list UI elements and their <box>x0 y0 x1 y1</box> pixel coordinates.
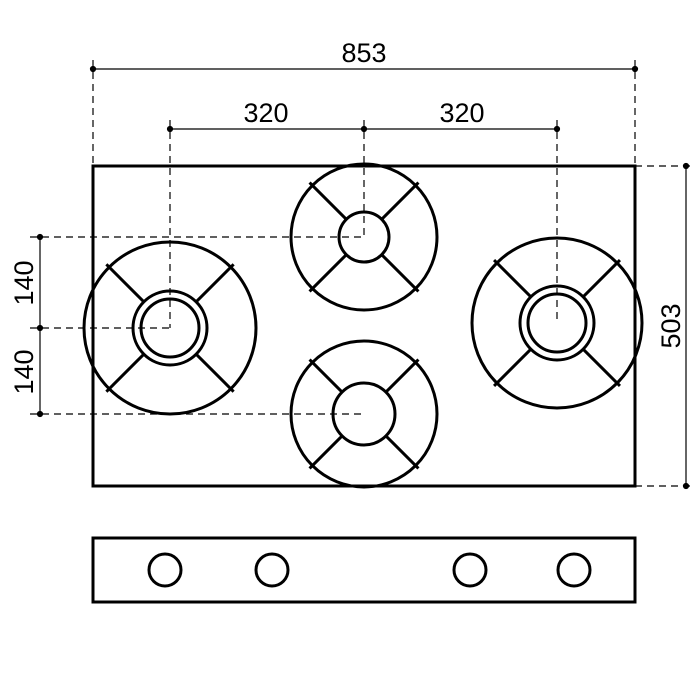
grate-spoke <box>384 358 420 394</box>
dimension-tick <box>36 233 44 241</box>
burner-cap-outer <box>331 381 397 447</box>
grate-spoke <box>195 353 235 393</box>
dimension-tick <box>553 125 561 133</box>
grate-spoke <box>195 263 235 303</box>
dim-vertical-lower: 140 <box>9 349 39 394</box>
burner-grate-ring <box>82 240 258 416</box>
burner-grate-ring <box>470 236 644 410</box>
control-knob <box>254 552 290 588</box>
hob-front-view <box>91 536 637 604</box>
control-knob <box>147 552 183 588</box>
grate-spoke <box>493 259 532 298</box>
dimension-tick <box>36 324 44 332</box>
dim-spacing-left: 320 <box>243 98 288 128</box>
grate-spoke <box>380 253 420 293</box>
burner-right <box>470 236 644 410</box>
grate-spoke <box>493 348 532 387</box>
dimension-tick <box>89 65 97 73</box>
burner-cap-outer <box>518 284 596 362</box>
burner-grate-ring <box>289 339 439 489</box>
grate-spoke <box>105 353 145 393</box>
burner-left <box>82 240 258 416</box>
dim-spacing-right: 320 <box>439 98 484 128</box>
dimension-tick <box>682 482 690 490</box>
grate-spoke <box>380 181 420 221</box>
burner-bottom-middle <box>289 339 439 489</box>
burner-top-middle <box>289 162 439 312</box>
burner-cap-outer <box>131 289 209 367</box>
control-knob <box>556 552 592 588</box>
dimension-tick <box>360 125 368 133</box>
burner-grate-ring <box>289 162 439 312</box>
burner-cap-inner <box>139 297 201 359</box>
grate-spoke <box>308 434 344 470</box>
hob-top-view <box>82 162 644 489</box>
control-knob <box>452 552 488 588</box>
grate-spoke <box>105 263 145 303</box>
dimension-tick <box>36 410 44 418</box>
grate-spoke <box>384 434 420 470</box>
grate-spoke <box>582 259 621 298</box>
grate-spoke <box>582 348 621 387</box>
burner-cap-inner <box>526 292 588 354</box>
grate-spoke <box>308 358 344 394</box>
dim-vertical-upper: 140 <box>9 260 39 305</box>
dimension-tick <box>682 162 690 170</box>
grate-spoke <box>308 253 348 293</box>
burner-cap-outer <box>337 210 391 264</box>
grate-spoke <box>308 181 348 221</box>
dim-overall-width: 853 <box>341 38 386 68</box>
control-panel-outline <box>91 536 637 604</box>
dimension-tick <box>631 65 639 73</box>
dim-overall-depth: 503 <box>656 303 686 348</box>
dimension-lines <box>30 60 695 490</box>
dimension-tick <box>166 125 174 133</box>
hob-outline <box>91 164 637 488</box>
